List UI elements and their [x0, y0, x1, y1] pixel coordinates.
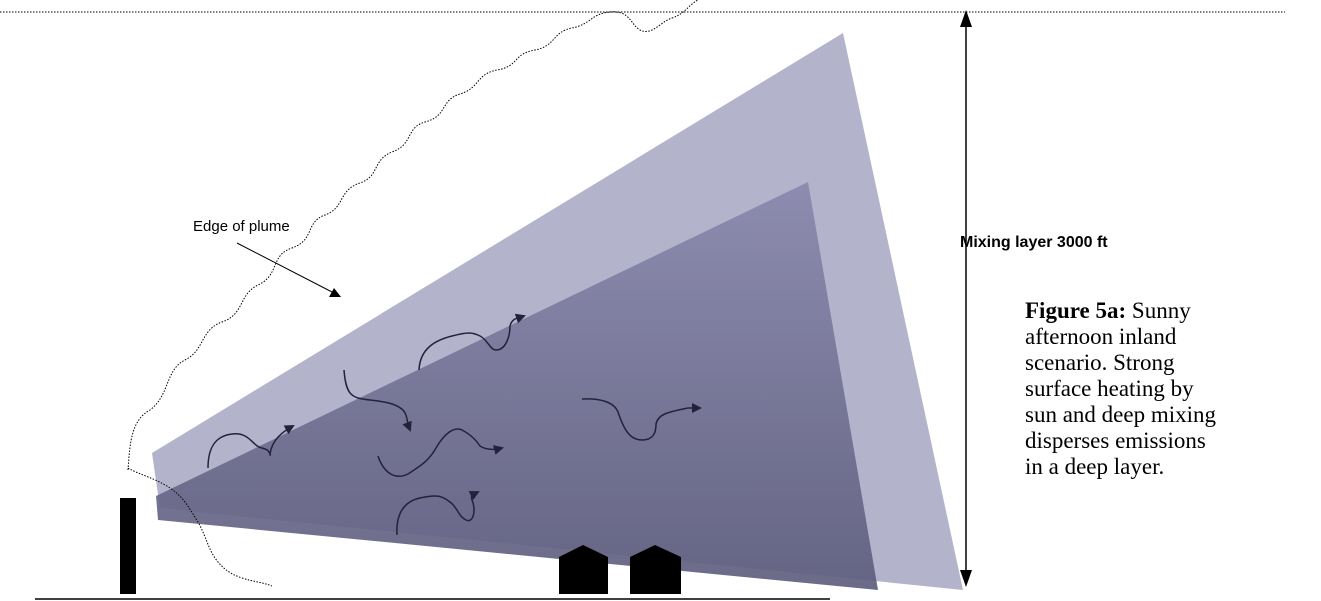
mixing-layer-label: Mixing layer 3000 ft — [960, 234, 1108, 251]
caption-line: surface heating by — [1025, 376, 1194, 401]
caption-line: afternoon inland — [1025, 324, 1176, 349]
edge-pointer-arrowhead — [329, 288, 341, 297]
caption-line: disperses emissions — [1025, 428, 1206, 453]
mixing-layer-arrowhead-top — [960, 10, 972, 27]
caption-line: in a deep layer. — [1025, 454, 1164, 479]
figure-label: Figure 5a: — [1025, 298, 1126, 323]
caption-line: Sunny — [1126, 298, 1191, 323]
edge-of-plume-label: Edge of plume — [193, 218, 290, 235]
smokestack — [120, 498, 136, 594]
edge-pointer-line — [237, 243, 332, 292]
caption-line: sun and deep mixing — [1025, 402, 1216, 427]
caption-line: scenario. Strong — [1025, 350, 1174, 375]
